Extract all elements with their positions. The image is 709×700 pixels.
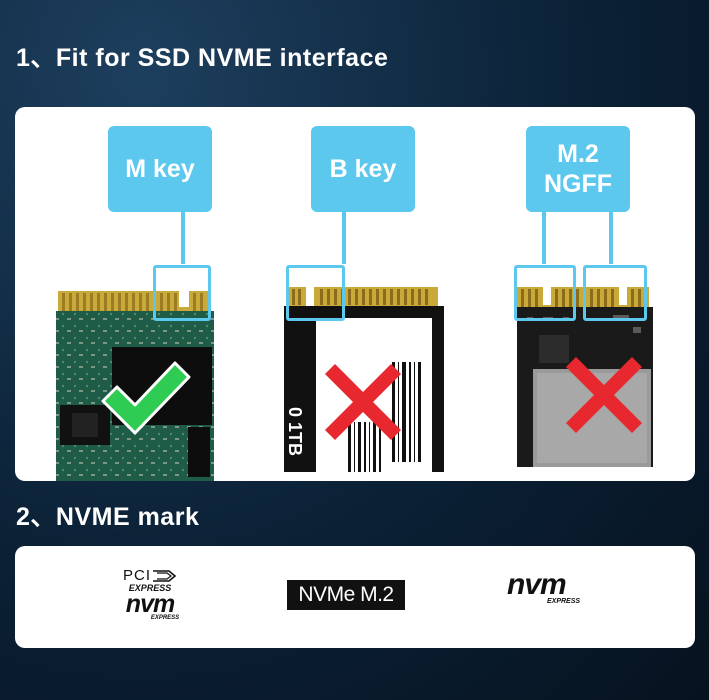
pci-express-nvm-logo: PCI EXPRESS nvm EXPRESS: [107, 568, 193, 622]
b-key-notch-highlight: [286, 265, 345, 321]
interface-comparison-panel: M key B key M.2 NGFF: [15, 107, 695, 481]
b-key-ssd-image: [272, 272, 444, 472]
nvm-express-text-large: EXPRESS: [547, 598, 581, 605]
check-icon: [101, 361, 191, 435]
nvme-m2-badge: NVMe M.2: [287, 580, 405, 610]
pci-arrow-icon: [153, 569, 177, 582]
connector-m2-left: [542, 212, 546, 264]
nvm-text-small: nvm: [125, 590, 175, 618]
m-key-notch-highlight: [153, 265, 211, 321]
nvm-express-logo: nvm EXPRESS: [507, 568, 607, 606]
section-heading-interface: 1、Fit for SSD NVME interface: [16, 44, 389, 72]
pci-logo-row: PCI: [123, 568, 177, 583]
callout-m2-line2: NGFF: [543, 170, 613, 198]
connector-m-key: [181, 212, 185, 264]
section-heading-nvme-mark: 2、NVME mark: [16, 503, 200, 531]
pci-express-text: EXPRESS: [128, 583, 172, 593]
cross-icon-m2: [566, 357, 642, 433]
b-key-capacity-label: 0 1TB: [285, 407, 305, 457]
callout-m-key: M key: [108, 126, 212, 212]
m2-notch-highlight-right: [583, 265, 647, 321]
pci-text: PCI: [122, 567, 151, 584]
nvm-express-text-small: EXPRESS: [150, 615, 180, 621]
connector-m2-right: [609, 212, 613, 264]
b-key-label-wrap: 0 1TB: [283, 407, 307, 475]
cross-icon-b-key: [325, 364, 401, 440]
nvm-text-large: nvm: [507, 568, 567, 601]
nvme-mark-panel: PCI EXPRESS nvm EXPRESS NVMe M.2 nvm EXP…: [15, 546, 695, 648]
connector-b-key: [342, 212, 346, 264]
callout-m2-line1: M.2: [557, 140, 599, 168]
callout-b-key: B key: [311, 126, 415, 212]
m2-notch-highlight-left: [514, 265, 576, 321]
callout-m2-ngff: M.2 NGFF: [526, 126, 630, 212]
